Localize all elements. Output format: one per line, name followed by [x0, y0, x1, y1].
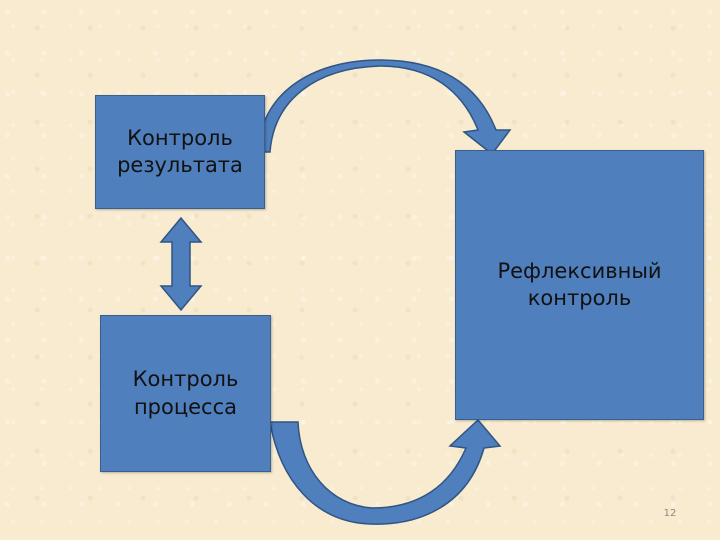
process-control-label: Контроль процесса — [132, 367, 239, 419]
curved-arrow-bottom — [269, 418, 502, 525]
process-control-box: Контроль процесса — [100, 315, 271, 472]
page-number: 12 — [663, 508, 677, 519]
result-control-box: Контроль результата — [95, 95, 265, 209]
reflexive-control-label: Рефлексивный контроль — [497, 258, 662, 310]
curved-arrow-top — [257, 59, 512, 156]
result-control-label: Контроль результата — [117, 125, 243, 177]
reflexive-control-box: Рефлексивный контроль — [455, 150, 704, 420]
double-arrow-vertical — [159, 216, 203, 312]
